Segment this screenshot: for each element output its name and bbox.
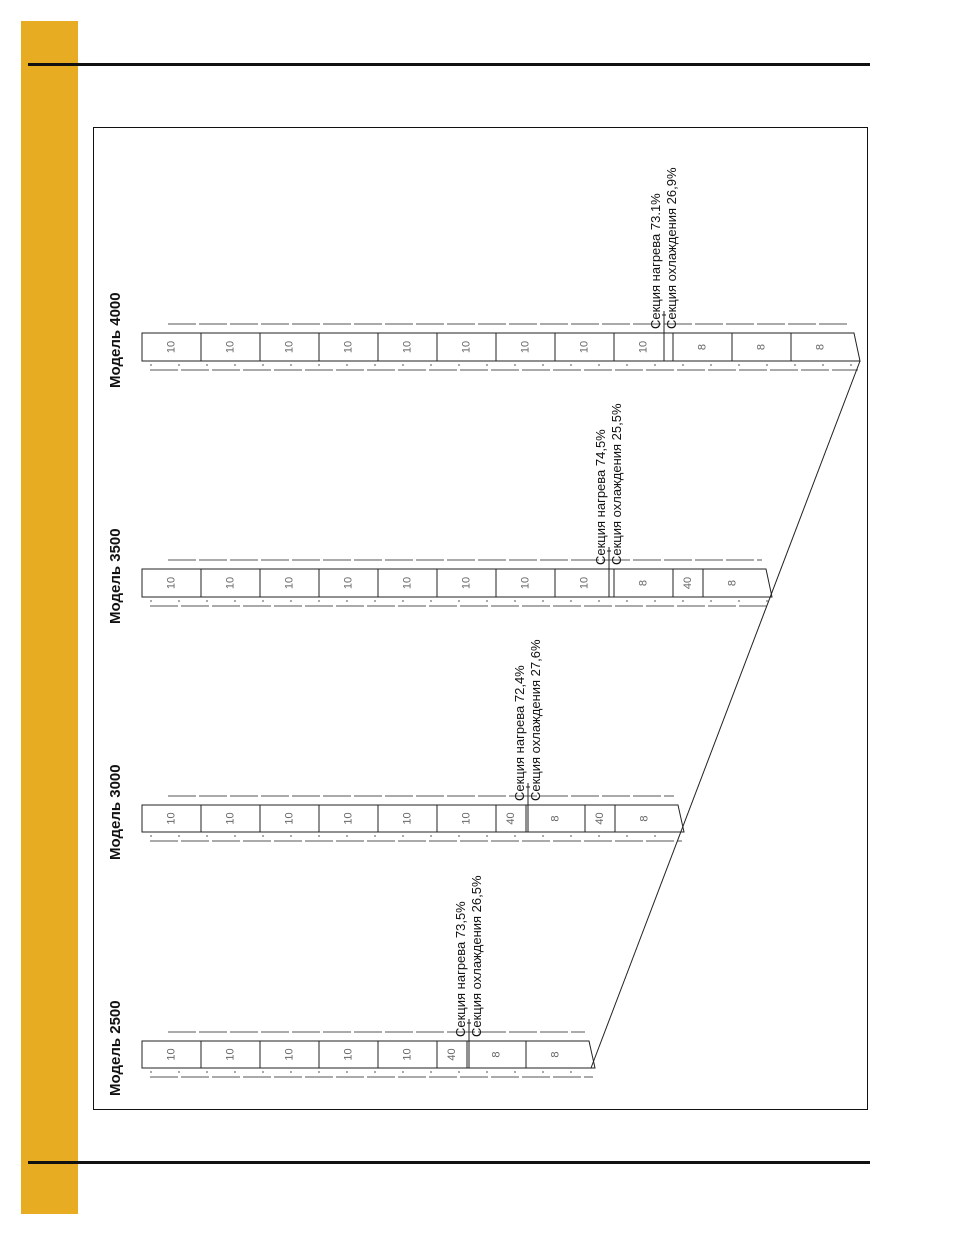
section-cell-label: 10 [401,812,413,824]
cooling-section-note: Секция охлаждения 26,9% [664,167,679,329]
section-cell-label: 10 [283,341,295,353]
section-cell-label: 8 [814,344,826,350]
footer-rule [28,1161,870,1164]
section-cell-label: 10 [165,577,177,589]
model-column: 10 10 10 10 10 10 10 10 8 40 8 Секция нагрева 74,5%… [107,403,773,624]
model-title: Модель 2500 [107,1000,124,1096]
section-cell-label: 10 [342,1048,354,1060]
section-cell-label: 10 [165,812,177,824]
section-cell-label: 8 [637,580,649,586]
cooling-section-note: Секция охлаждения 27,6% [528,639,543,801]
column-outline [141,804,685,833]
section-cell-label: 10 [460,812,472,824]
section-cell-label: 8 [638,815,650,821]
section-cell-label: 40 [505,812,517,824]
model-title: Модель 3500 [107,528,124,624]
cooling-section-note: Секция охлаждения 25,5% [609,403,624,565]
section-cell-label: 10 [460,341,472,353]
model-title: Модель 4000 [107,292,124,388]
section-cell-label: 10 [460,577,472,589]
header-rule [28,63,870,66]
section-cell-label: 10 [578,341,590,353]
figure-frame [93,127,868,1110]
section-cell-label: 10 [224,1048,236,1060]
connector-line [590,360,861,1069]
section-cell-label: 10 [519,341,531,353]
section-cell-label: 10 [224,341,236,353]
section-cell-label: 8 [726,580,738,586]
section-cell-label: 8 [696,344,708,350]
model-column: 10 10 10 10 10 10 40 8 40 8 Секция нагрева 72,4%Се… [107,639,685,860]
section-cell-label: 8 [490,1051,502,1057]
page-tab [21,21,78,1214]
section-cell-label: 10 [283,577,295,589]
heating-section-note: Секция нагрева 72,4% [512,665,527,801]
section-cell-label: 8 [549,815,561,821]
heating-section-note: Секция нагрева 73,5% [453,901,468,1037]
section-cell-label: 8 [755,344,767,350]
section-cell-label: 40 [594,812,606,824]
section-cell-label: 40 [682,577,694,589]
section-cell-label: 10 [165,341,177,353]
model-column: 10 10 10 10 10 40 8 8 Секция нагрева 73,5%Секция… [107,875,596,1096]
heating-section-note: Секция нагрева 74,5% [593,429,608,565]
section-cell-label: 10 [401,1048,413,1060]
section-cell-label: 8 [549,1051,561,1057]
section-cell-label: 10 [342,812,354,824]
model-title: Модель 3000 [107,764,124,860]
section-cell-label: 10 [342,341,354,353]
model-column: 10 10 10 10 10 10 10 10 10 8 8 8 Секция нагрева 73.1… [107,167,861,388]
section-cell-label: 10 [637,341,649,353]
column-outline [141,568,773,598]
section-cell-label: 10 [165,1048,177,1060]
section-cell-label: 10 [578,577,590,589]
section-cell-label: 10 [519,577,531,589]
cooling-section-note: Секция охлаждения 26,5% [469,875,484,1037]
section-cell-label: 40 [446,1048,458,1060]
section-cell-label: 10 [283,812,295,824]
column-outline [141,332,861,362]
section-cell-label: 10 [224,812,236,824]
section-cell-label: 10 [401,577,413,589]
heating-section-note: Секция нагрева 73.1% [648,193,663,329]
section-cell-label: 10 [224,577,236,589]
section-cell-label: 10 [401,341,413,353]
section-cell-label: 10 [342,577,354,589]
section-cell-label: 10 [283,1048,295,1060]
column-outline [141,1040,596,1069]
